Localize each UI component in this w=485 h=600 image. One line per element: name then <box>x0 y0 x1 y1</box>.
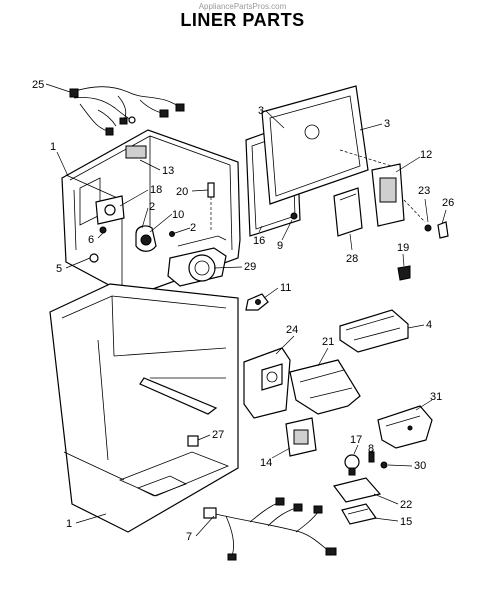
callout-7: 7 <box>186 531 192 543</box>
lamp-socket <box>397 265 411 281</box>
callout-9: 9 <box>277 240 283 252</box>
crisper-cover-tray <box>339 309 409 353</box>
callout-28: 28 <box>346 253 358 265</box>
freezer-liner <box>61 129 241 293</box>
light-bulb <box>344 454 360 476</box>
watermark: AppliancePartsPros.com <box>198 2 287 11</box>
callout-4: 4 <box>426 319 432 331</box>
fan-blade <box>245 293 269 311</box>
callout-14: 14 <box>260 457 272 469</box>
fresh-food-liner <box>49 283 239 533</box>
callout-30: 30 <box>414 460 426 472</box>
callout-20: 20 <box>176 186 188 198</box>
callout-3-left: 3 <box>258 105 264 117</box>
callout-31: 31 <box>430 391 442 403</box>
leader-lines <box>45 83 447 537</box>
callout-8: 8 <box>368 443 374 455</box>
callout-26: 26 <box>442 197 454 209</box>
callout-13: 13 <box>162 165 174 177</box>
callout-29: 29 <box>244 261 256 273</box>
mounting-bracket <box>377 405 433 449</box>
air-tower-assembly <box>243 347 361 419</box>
callout-17: 17 <box>350 434 362 446</box>
lamp-lens <box>341 503 378 525</box>
wire-harness-top <box>69 86 185 136</box>
callout-21: 21 <box>322 336 334 348</box>
callout-5: 5 <box>56 263 62 275</box>
screw-8 <box>368 451 375 463</box>
callout-27: 27 <box>212 429 224 441</box>
callout-16: 16 <box>253 235 265 247</box>
callout-1-lower: 1 <box>66 518 72 530</box>
callout-2-lower: 2 <box>190 222 196 234</box>
control-box <box>371 163 449 239</box>
callout-labels: 25 1 13 18 20 2 10 6 2 5 29 11 3 3 12 23… <box>32 79 454 543</box>
wire-harness-bottom <box>203 497 337 561</box>
callout-12: 12 <box>420 149 432 161</box>
page-title: LINER PARTS <box>180 10 305 30</box>
damper-cover <box>333 187 363 237</box>
callout-2-upper: 2 <box>149 201 155 213</box>
callout-19: 19 <box>397 242 409 254</box>
callout-10: 10 <box>172 209 184 221</box>
callout-25: 25 <box>32 79 44 91</box>
callout-24: 24 <box>286 324 298 336</box>
screw-30 <box>380 461 388 469</box>
callout-22: 22 <box>400 499 412 511</box>
callout-15: 15 <box>400 516 412 528</box>
callout-6: 6 <box>88 234 94 246</box>
screw-9 <box>290 212 298 220</box>
callout-23: 23 <box>418 185 430 197</box>
callout-18: 18 <box>150 184 162 196</box>
control-module <box>285 417 317 457</box>
callout-1-upper: 1 <box>50 141 56 153</box>
callout-11: 11 <box>280 282 291 294</box>
callout-3-right: 3 <box>384 118 390 130</box>
control-housing-panel <box>245 85 399 237</box>
lamp-cover <box>332 477 382 503</box>
grommet-27 <box>187 435 199 447</box>
